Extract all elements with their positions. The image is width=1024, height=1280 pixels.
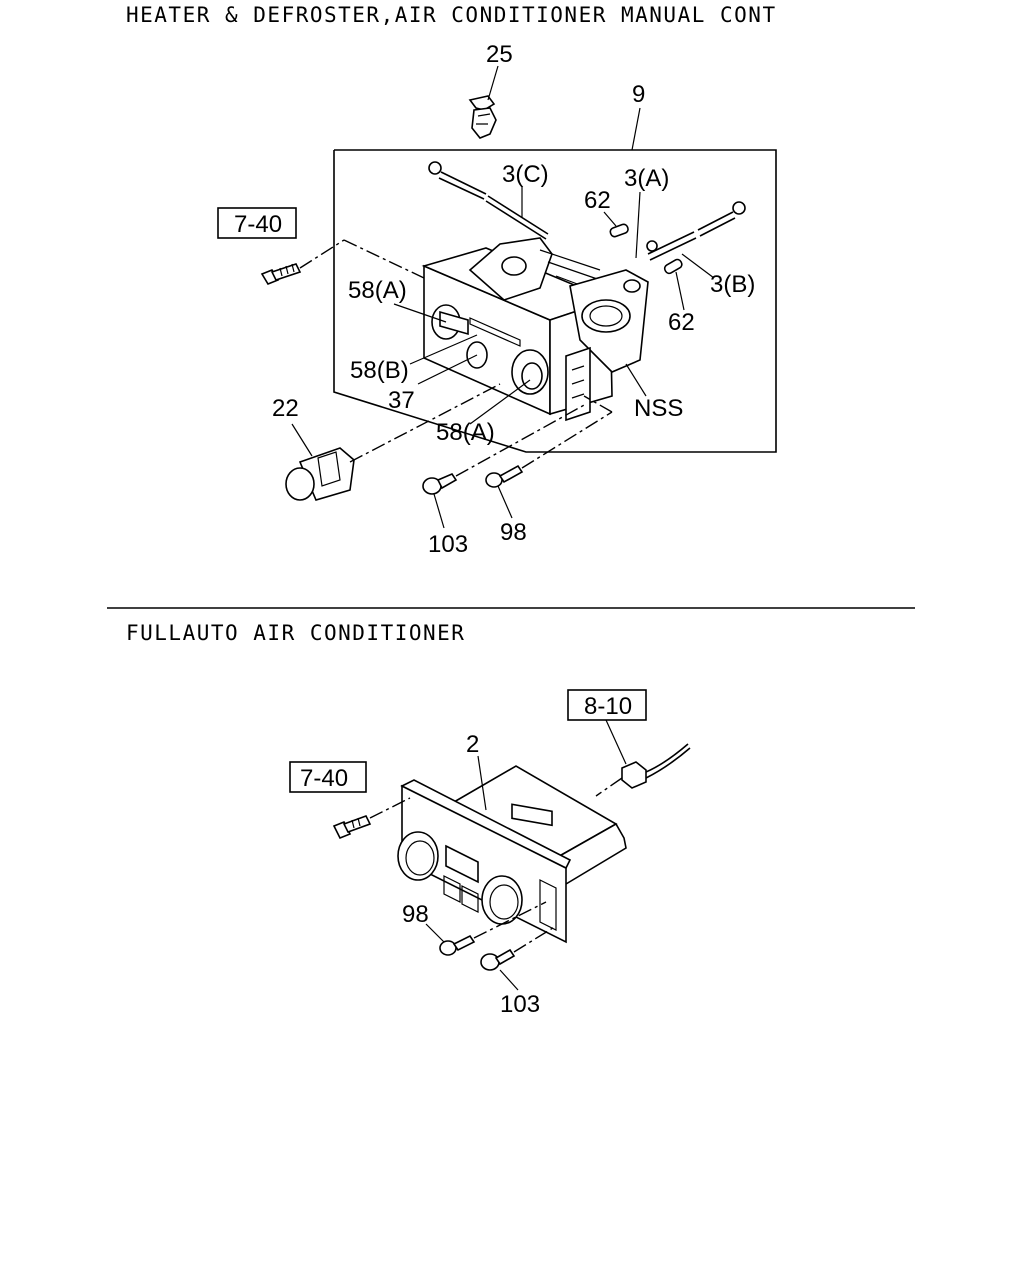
cable-3c bbox=[428, 161, 549, 240]
ref-box-8-10 bbox=[567, 689, 647, 721]
assembly-9-boundary bbox=[333, 149, 777, 453]
connector-block bbox=[621, 743, 691, 789]
ref-label-7-40-fullauto: 7-40 bbox=[300, 765, 348, 792]
screw-left-fullauto bbox=[332, 815, 372, 840]
switch-22 bbox=[285, 447, 355, 501]
label-37: 37 bbox=[388, 387, 415, 414]
label-3c: 3(C) bbox=[502, 161, 549, 188]
manual-control-diagram: 25 9 3(C) 3(A) 62 3(B) 62 7-40 58(A) 58(… bbox=[217, 41, 777, 558]
label-58a-bottom: 58(A) bbox=[436, 419, 495, 446]
label-103-fullauto: 103 bbox=[500, 991, 540, 1018]
screw-98 bbox=[485, 464, 524, 488]
ref-box-7-40-manual bbox=[217, 207, 297, 239]
ref-box-7-40-fullauto bbox=[289, 761, 367, 793]
label-9: 9 bbox=[632, 81, 645, 108]
pin-62-lower bbox=[663, 258, 683, 275]
label-22: 22 bbox=[272, 395, 299, 422]
label-2: 2 bbox=[466, 731, 479, 758]
label-3b: 3(B) bbox=[710, 271, 755, 298]
label-98-manual: 98 bbox=[500, 519, 527, 546]
section-title-manual: HEATER & DEFROSTER,AIR CONDITIONER MANUA… bbox=[126, 3, 777, 27]
label-nss: NSS bbox=[634, 395, 683, 422]
label-58a-top: 58(A) bbox=[348, 277, 407, 304]
screw-98-fullauto bbox=[439, 934, 476, 956]
clip-25 bbox=[468, 95, 497, 139]
screw-103 bbox=[422, 473, 458, 495]
ref-label-7-40-manual: 7-40 bbox=[234, 211, 282, 238]
screw-left bbox=[260, 263, 302, 285]
fullauto-diagram: 8-10 2 7-40 98 103 bbox=[289, 689, 691, 1018]
cable-3b bbox=[646, 201, 746, 261]
control-unit-housing bbox=[421, 237, 649, 422]
label-103-manual: 103 bbox=[428, 531, 468, 558]
ref-label-8-10: 8-10 bbox=[584, 693, 632, 720]
label-62-lower: 62 bbox=[668, 309, 695, 336]
label-62-upper: 62 bbox=[584, 187, 611, 214]
section-title-fullauto: FULLAUTO AIR CONDITIONER bbox=[126, 621, 466, 645]
label-3a: 3(A) bbox=[624, 165, 669, 192]
label-58b: 58(B) bbox=[350, 357, 409, 384]
pin-62-upper bbox=[609, 223, 629, 238]
label-25: 25 bbox=[486, 41, 513, 68]
screw-103-fullauto bbox=[480, 948, 516, 971]
control-unit-2 bbox=[397, 765, 627, 944]
label-98-fullauto: 98 bbox=[402, 901, 429, 928]
